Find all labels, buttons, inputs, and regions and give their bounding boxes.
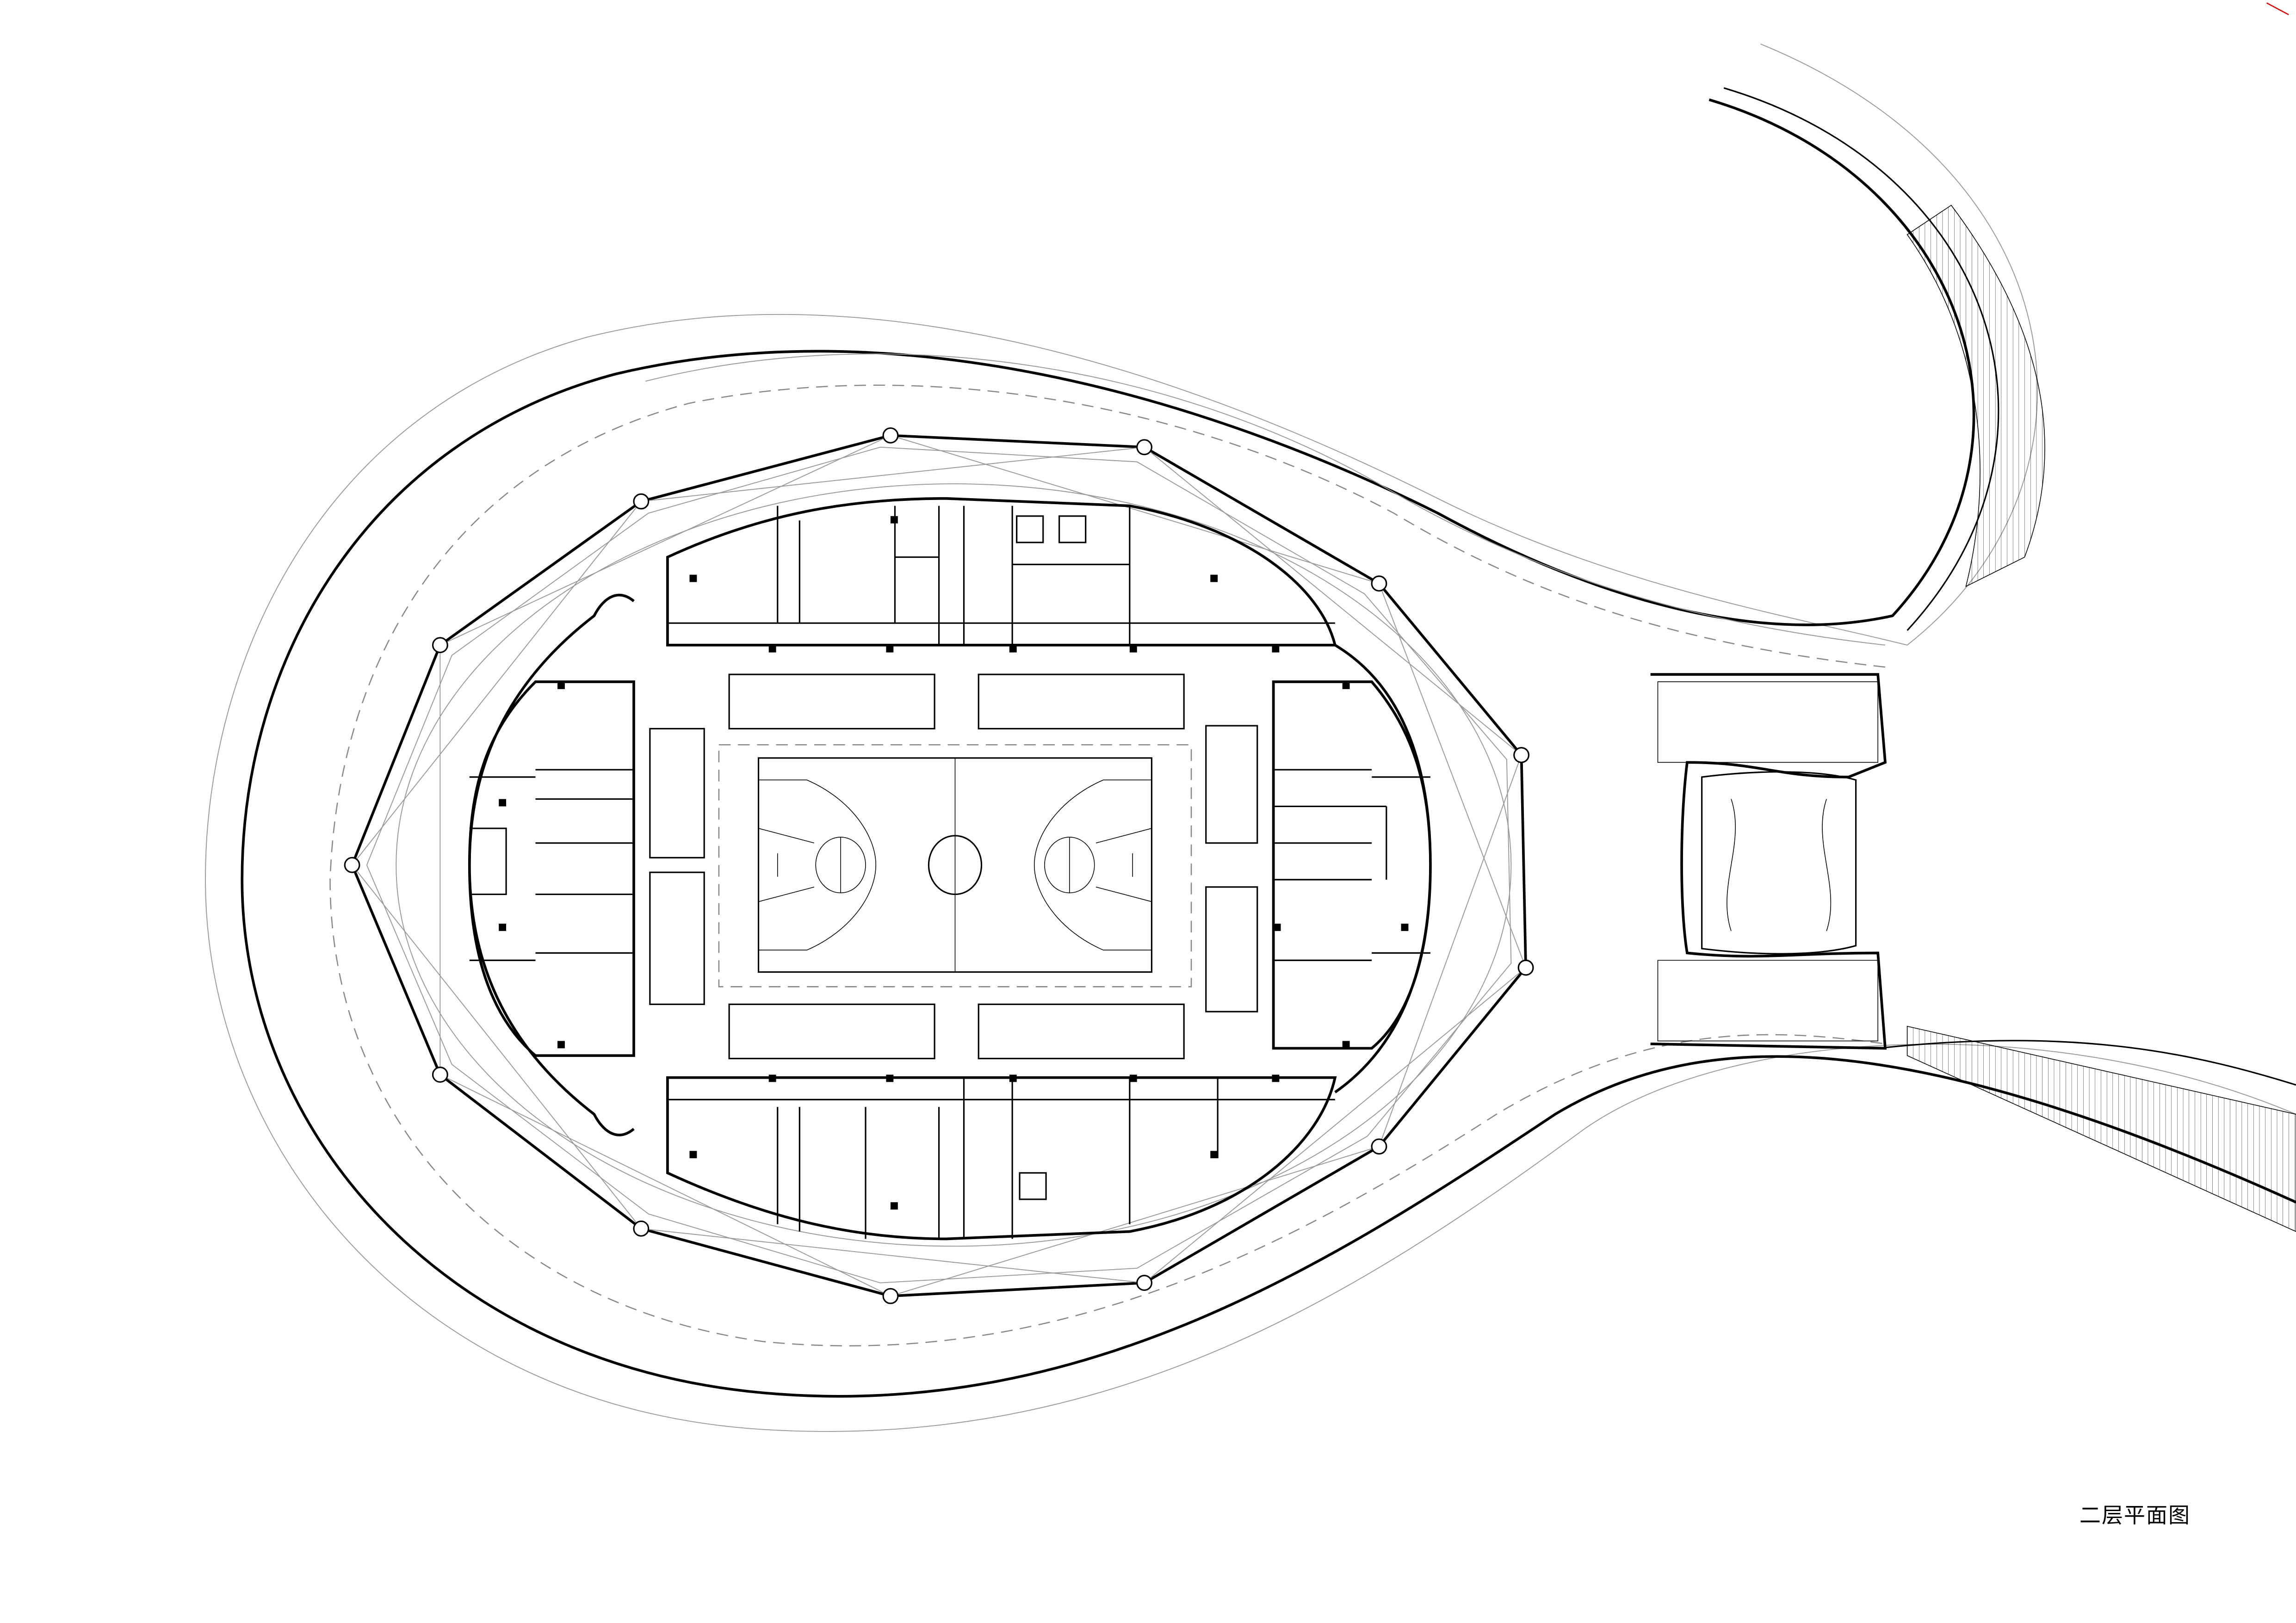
red-mark (2266, 2, 2289, 15)
entrance-plaza (1650, 673, 1887, 1050)
basketball-court (718, 744, 1192, 987)
arena-building (396, 483, 1512, 1247)
spectator-seating (649, 673, 1258, 1060)
drawing-title: 二层平面图 (2079, 1503, 2191, 1528)
facade-structure (344, 427, 1534, 1304)
outer-ramp (205, 43, 2296, 1432)
